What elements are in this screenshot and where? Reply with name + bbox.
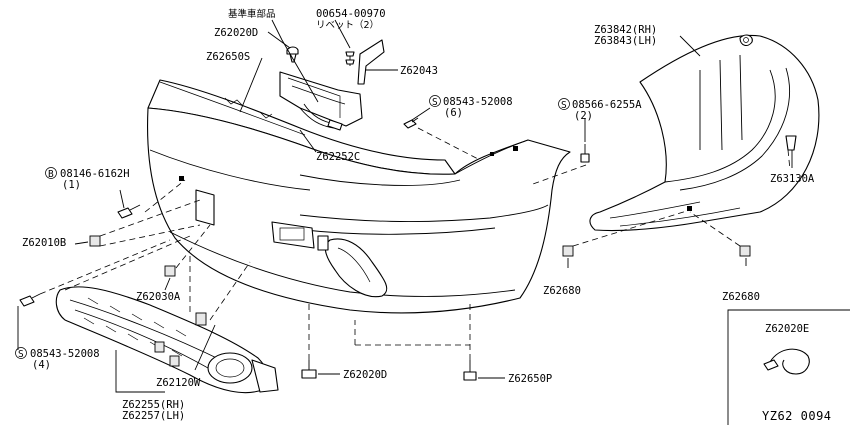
label-z63843: Z63843(LH) (594, 35, 657, 47)
label-z62680-right: Z62680 (722, 291, 760, 303)
label-z62650p: Z62650P (508, 373, 552, 385)
inset-box: Z62020E (727, 309, 850, 425)
bolt-icon (19, 293, 41, 307)
label-z62020d-top: Z62020D (214, 27, 258, 39)
s-symbol-text: S (18, 349, 24, 360)
b-symbol-text: B (48, 169, 54, 180)
label-z62120w: Z62120W (156, 377, 201, 389)
label-z62043: Z62043 (400, 65, 438, 77)
rivet-icon (345, 51, 355, 66)
fender-liner (589, 34, 820, 232)
bumper-fascia (147, 79, 571, 314)
speed-nut-icon (739, 245, 751, 257)
label-08566: 08566-6255A (572, 99, 642, 111)
clip-icon-z62020d-bottom (301, 360, 317, 379)
label-08543-top-qty: (6) (444, 107, 463, 119)
label-08543-top: 08543-52008 (443, 96, 513, 108)
clip-icon-z62020d (286, 46, 299, 63)
speed-nut-icon (164, 265, 176, 277)
screw-icon-z62650p (463, 360, 477, 381)
s-symbol-icon (429, 95, 441, 107)
label-rivet: リベット（2） (316, 19, 379, 31)
cable-z62252c (299, 103, 343, 131)
label-z62255: Z62255(RH) (122, 399, 185, 411)
part-labels: 基準車部品 00654-00970 リベット（2） Z62020D Z62650… (15, 8, 815, 422)
label-08146: 08146-6162H (60, 168, 130, 180)
label-z62020e: Z62020E (765, 323, 809, 335)
label-08566-qty: (2) (574, 110, 593, 122)
label-z62030a: Z62030A (136, 291, 181, 303)
bracket-assembly (279, 71, 363, 127)
label-08146-qty: (1) (62, 179, 81, 191)
label-z62680-left: Z62680 (543, 285, 581, 297)
label-00654-00970: 00654-00970 (316, 8, 386, 20)
label-z62252c: Z62252C (316, 151, 360, 163)
label-08543-bottom: 08543-52008 (30, 348, 100, 360)
bracket-z62043 (357, 39, 385, 85)
leader-lines (17, 19, 793, 393)
label-z62257: Z62257(LH) (122, 410, 185, 422)
s-symbol-text: S (561, 100, 567, 111)
bolt-icon (117, 204, 141, 219)
label-08543-bottom-qty: (4) (32, 359, 51, 371)
diagram-code: YZ62 0094 (762, 409, 832, 423)
label-z63130a: Z63130A (770, 173, 815, 185)
label-z63842: Z63842(RH) (594, 24, 657, 36)
assembly-lines (39, 127, 791, 360)
screw-icon (580, 144, 590, 163)
speed-nut-icon (562, 245, 574, 257)
label-z62650s: Z62650S (206, 51, 250, 63)
screw-icon (403, 117, 419, 129)
s-symbol-icon (558, 98, 570, 110)
s-symbol-text: S (432, 97, 438, 108)
clip-icon-z63130a (785, 135, 797, 151)
label-z62010b: Z62010B (22, 237, 66, 249)
cable-tie-icon (763, 348, 810, 375)
lower-grille (55, 286, 279, 394)
speed-nut-icon (89, 235, 101, 247)
s-symbol-icon (15, 347, 27, 359)
label-z62020d-bottom: Z62020D (343, 369, 387, 381)
label-base-parts: 基準車部品 (228, 8, 276, 20)
b-symbol-icon (45, 167, 57, 179)
